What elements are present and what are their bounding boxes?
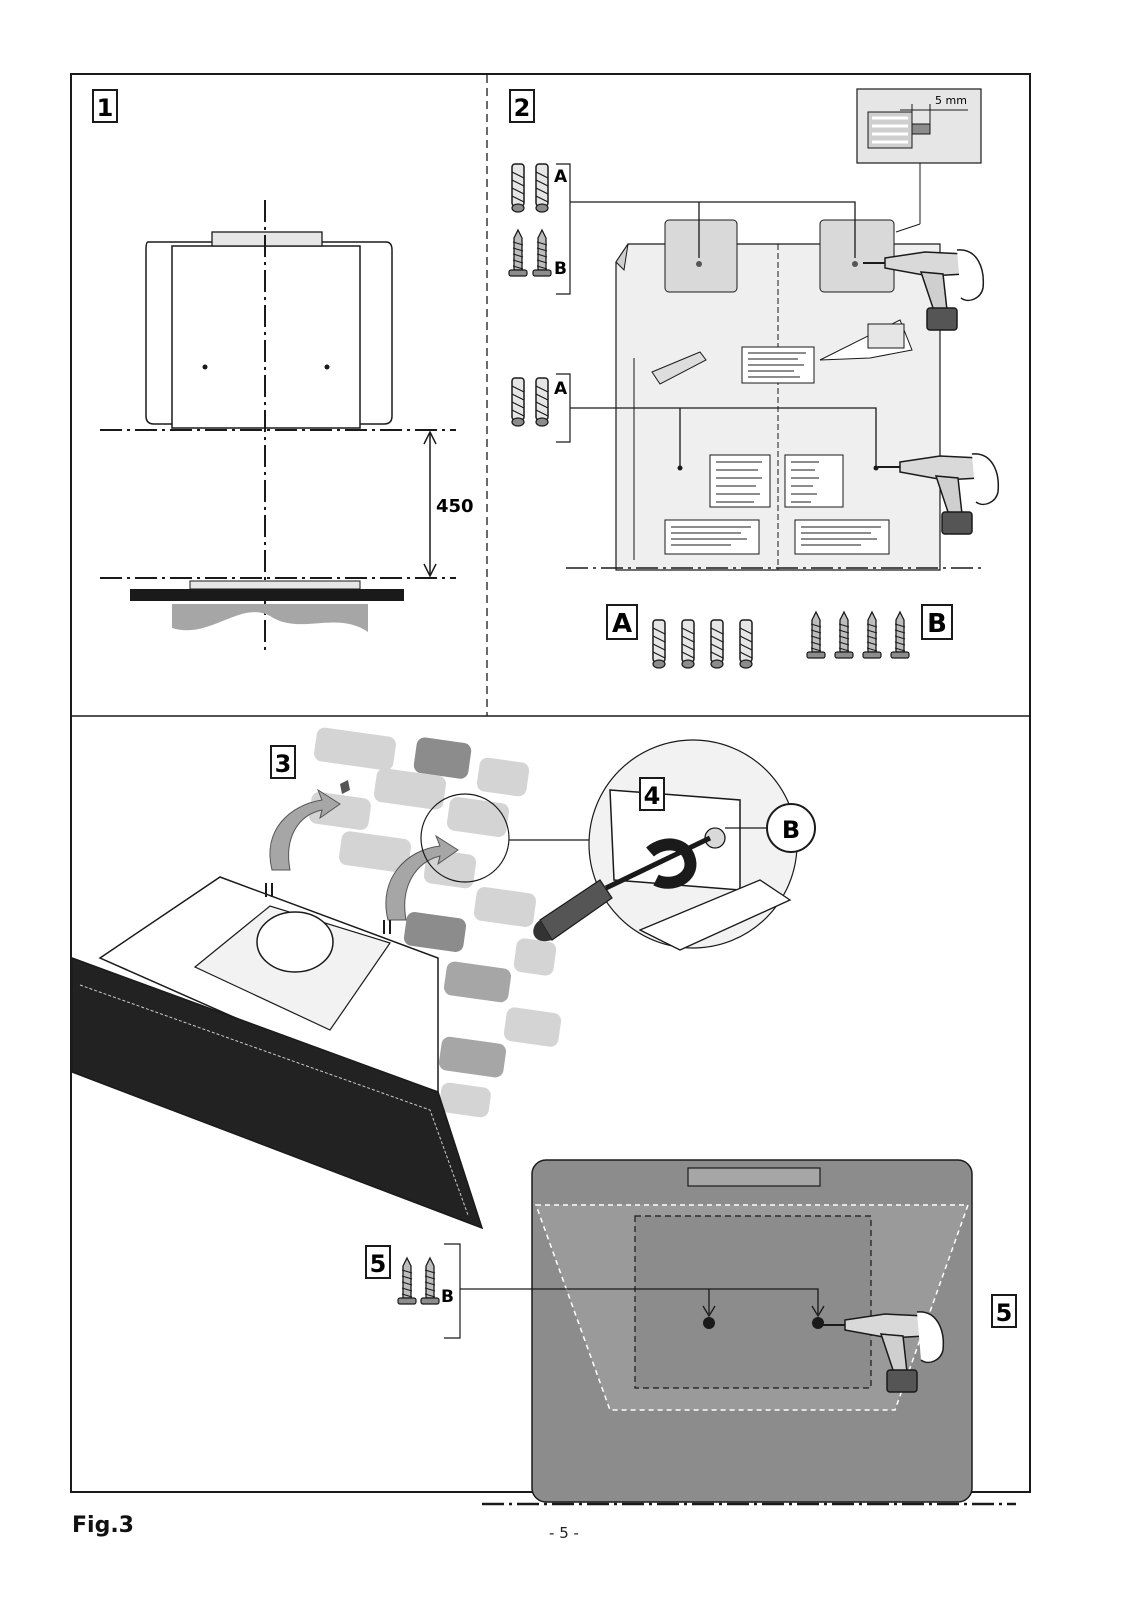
big-label-b: B	[927, 609, 947, 639]
wall-plug-icon	[740, 620, 752, 668]
page-number: - 5 -	[0, 1524, 1128, 1542]
step3-number: 3	[275, 750, 292, 778]
big-label-a: A	[612, 609, 632, 639]
wall-plug-icon	[682, 620, 694, 668]
wall-plug-icon	[653, 620, 665, 668]
dimension-5mm: 5 mm	[935, 94, 967, 107]
outlet-collar	[257, 912, 333, 972]
top-bracket	[212, 232, 322, 246]
label-a-lower: A	[554, 379, 568, 399]
wall-plug-icon	[536, 164, 548, 212]
step5-number-left: 5	[370, 1250, 387, 1278]
step1-number: 1	[97, 94, 114, 122]
wall-plug-icon	[512, 378, 524, 426]
wall-plug-icon	[512, 164, 524, 212]
step4-number: 4	[644, 782, 661, 810]
step2-panel: 2 5 mm A B	[509, 89, 998, 668]
step5-label-b: B	[441, 1287, 454, 1307]
screw-icon	[398, 1258, 416, 1304]
screw-icon	[835, 612, 853, 658]
cooktop	[130, 589, 404, 601]
step5-number-right: 5	[996, 1299, 1013, 1327]
dimension-450: 450	[436, 496, 474, 517]
screw-icon	[421, 1258, 439, 1304]
wall-plug-icon	[711, 620, 723, 668]
wall-plug-icon	[536, 378, 548, 426]
step3-4-panel: 3	[72, 727, 815, 1228]
label-a-top: A	[554, 167, 568, 187]
screw-icon	[533, 230, 551, 276]
worktop-cabinet	[172, 604, 368, 632]
screw-icon	[509, 230, 527, 276]
screw-icon	[807, 612, 825, 658]
label-b-top: B	[554, 259, 567, 279]
screw-icon	[863, 612, 881, 658]
screw-icon	[891, 612, 909, 658]
circle-b-label: B	[782, 816, 800, 844]
step2-number: 2	[514, 94, 531, 122]
step1-panel: 1 450	[93, 90, 474, 652]
